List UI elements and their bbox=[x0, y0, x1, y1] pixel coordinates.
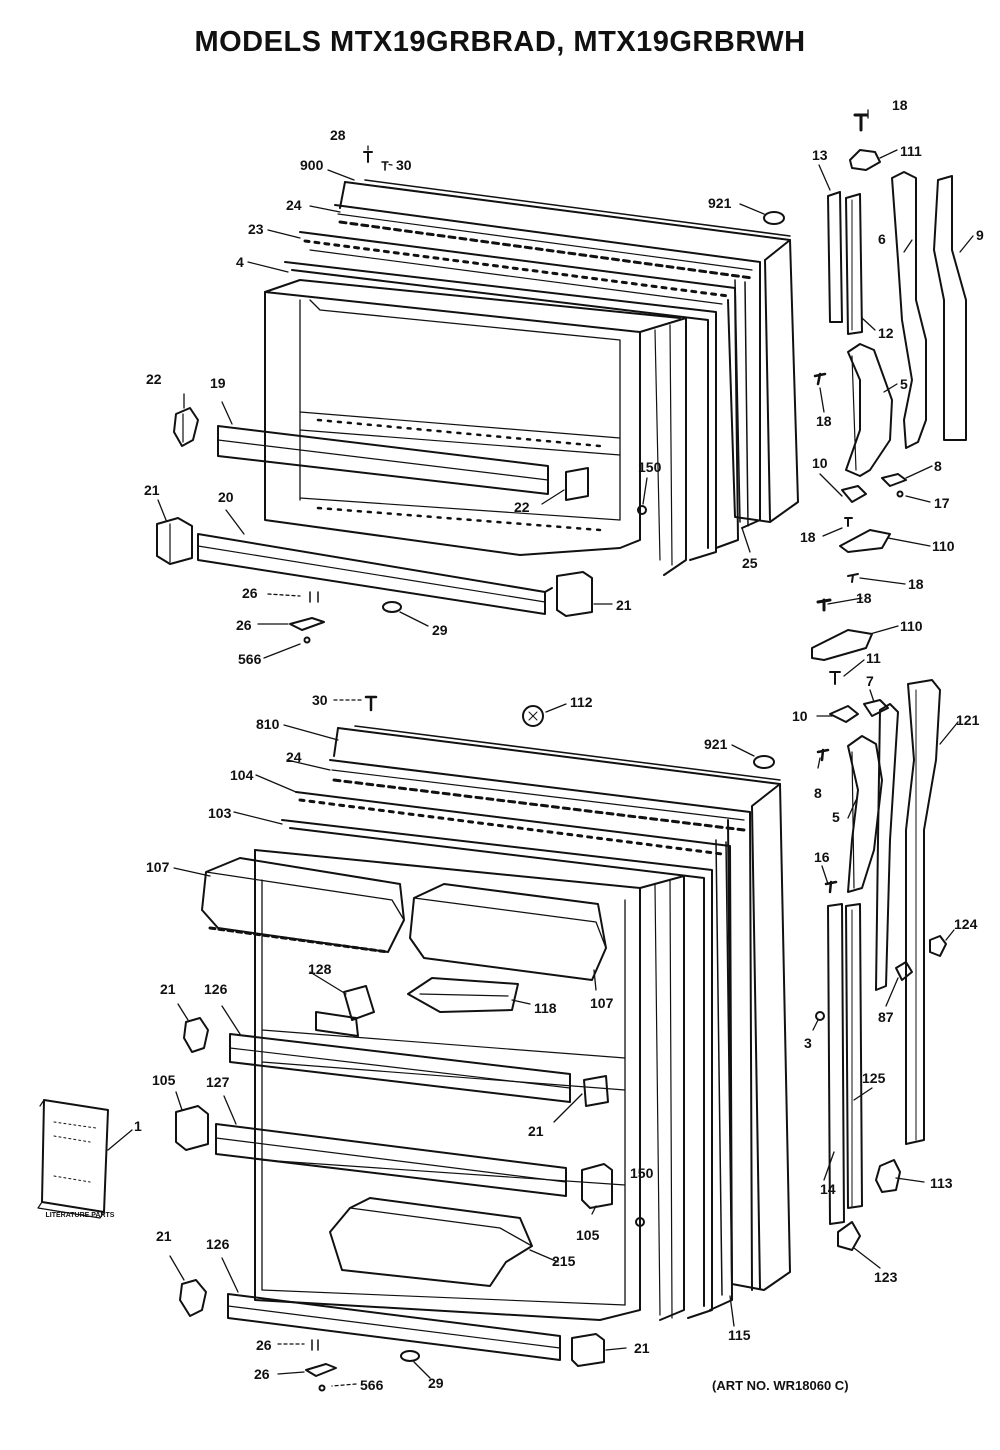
freezer-handle-assembly bbox=[812, 115, 966, 684]
callout-110: 110 bbox=[900, 618, 923, 634]
literature-parts-label: LITERATURE PARTS bbox=[45, 1212, 115, 1219]
callout-121: 121 bbox=[956, 712, 980, 728]
callout-5: 5 bbox=[900, 376, 908, 392]
callout-3: 3 bbox=[804, 1035, 812, 1051]
callout-28: 28 bbox=[330, 127, 346, 143]
callout-123: 123 bbox=[874, 1269, 898, 1285]
art-number: (ART NO. WR18060 C) bbox=[712, 1378, 849, 1393]
callout-21: 21 bbox=[156, 1228, 172, 1244]
callout-215: 215 bbox=[552, 1253, 576, 1269]
callout-107: 107 bbox=[146, 859, 170, 875]
callout-26: 26 bbox=[236, 617, 252, 633]
callout-104: 104 bbox=[230, 767, 254, 783]
callout-126: 126 bbox=[204, 981, 228, 997]
callout-26: 26 bbox=[242, 585, 258, 601]
callout-113: 113 bbox=[930, 1175, 953, 1191]
callout-13: 13 bbox=[812, 147, 828, 163]
callout-12: 12 bbox=[878, 325, 894, 341]
callout-21: 21 bbox=[634, 1340, 650, 1356]
callout-128: 128 bbox=[308, 961, 332, 977]
callout-111: 111 bbox=[900, 143, 922, 159]
callout-8: 8 bbox=[814, 785, 822, 801]
callout-24: 24 bbox=[286, 197, 302, 213]
callout-22: 22 bbox=[146, 371, 162, 387]
callout-1: 1 bbox=[134, 1118, 142, 1134]
callout-20: 20 bbox=[218, 489, 234, 505]
callout-112: 112 bbox=[570, 694, 593, 710]
callout-105: 105 bbox=[576, 1227, 600, 1243]
callout-19: 19 bbox=[210, 375, 226, 391]
callout-921: 921 bbox=[708, 195, 732, 211]
callout-26: 26 bbox=[256, 1337, 272, 1353]
diagram-title: MODELS MTX19GRBRAD, MTX19GRBRWH bbox=[194, 26, 806, 58]
callout-5: 5 bbox=[832, 809, 840, 825]
callout-125: 125 bbox=[862, 1070, 886, 1086]
callout-87: 87 bbox=[878, 1009, 894, 1025]
callout-24: 24 bbox=[286, 749, 302, 765]
callout-150: 150 bbox=[638, 459, 662, 475]
callout-4: 4 bbox=[236, 254, 244, 270]
callout-16: 16 bbox=[814, 849, 830, 865]
callout-14: 14 bbox=[820, 1181, 836, 1197]
callout-921: 921 bbox=[704, 736, 728, 752]
callout-107: 107 bbox=[590, 995, 614, 1011]
callout-17: 17 bbox=[934, 495, 950, 511]
callout-110: 110 bbox=[932, 538, 955, 554]
callout-126: 126 bbox=[206, 1236, 230, 1252]
callout-30: 30 bbox=[312, 692, 328, 708]
callout-22: 22 bbox=[514, 499, 530, 515]
callout-18: 18 bbox=[908, 576, 924, 592]
callout-18: 18 bbox=[816, 413, 832, 429]
callout-26: 26 bbox=[254, 1366, 270, 1382]
callout-115: 115 bbox=[728, 1327, 751, 1343]
callout-18: 18 bbox=[892, 97, 908, 113]
callout-118: 118 bbox=[534, 1000, 557, 1016]
callout-8: 8 bbox=[934, 458, 942, 474]
leader-lines bbox=[108, 110, 973, 1386]
callout-6: 6 bbox=[878, 231, 886, 247]
callout-150: 150 bbox=[630, 1165, 654, 1181]
callout-30: 30 bbox=[396, 157, 412, 173]
fresh-food-door-assembly bbox=[176, 697, 790, 1391]
callout-23: 23 bbox=[248, 221, 264, 237]
callout-566: 566 bbox=[360, 1377, 384, 1393]
callout-18: 18 bbox=[800, 529, 816, 545]
callout-9: 9 bbox=[976, 227, 984, 243]
literature-parts bbox=[38, 1100, 108, 1218]
callout-21: 21 bbox=[144, 482, 160, 498]
callout-18: 18 bbox=[856, 590, 872, 606]
callout-810: 810 bbox=[256, 716, 280, 732]
callout-10: 10 bbox=[812, 455, 828, 471]
callout-25: 25 bbox=[742, 555, 758, 571]
callout-103: 103 bbox=[208, 805, 232, 821]
callout-21: 21 bbox=[616, 597, 632, 613]
callout-900: 900 bbox=[300, 157, 324, 173]
callout-21: 21 bbox=[160, 981, 176, 997]
callout-127: 127 bbox=[206, 1074, 230, 1090]
callout-105: 105 bbox=[152, 1072, 176, 1088]
callout-124: 124 bbox=[954, 916, 978, 932]
fresh-food-handle-assembly bbox=[816, 680, 946, 1250]
callout-566: 566 bbox=[238, 651, 262, 667]
callout-7: 7 bbox=[866, 673, 874, 689]
callout-29: 29 bbox=[428, 1375, 444, 1391]
freezer-door-assembly bbox=[157, 152, 798, 643]
callout-21: 21 bbox=[528, 1123, 544, 1139]
callout-10: 10 bbox=[792, 708, 808, 724]
callout-29: 29 bbox=[432, 622, 448, 638]
callout-11: 11 bbox=[866, 650, 881, 666]
